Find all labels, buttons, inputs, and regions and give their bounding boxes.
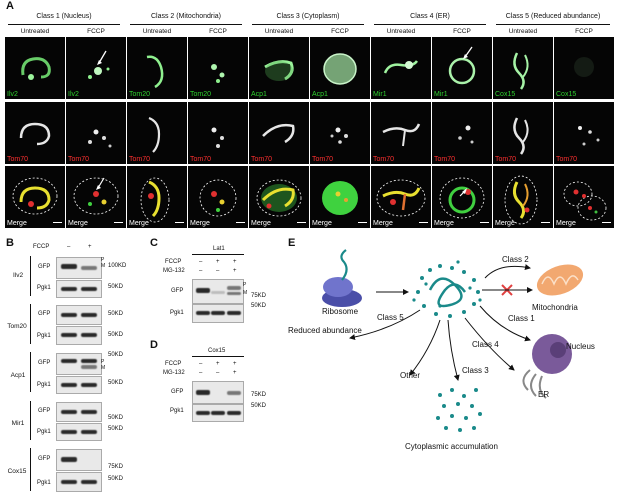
tile-tom70-3f: Tom70 [310,102,370,164]
fccp-2: FCCP [209,28,227,35]
b-ilv2-pgk-blot [56,280,102,298]
nucleus-icon [522,334,572,399]
tile-tom70-3u: Tom70 [249,102,309,164]
cytoplasmic-aggregate-icon [436,388,482,432]
b-mir1-name: Mir1 [11,420,25,427]
tile-merge-2f: Merge [188,166,248,228]
label-reduced: Reduced abundance [288,326,362,335]
label-nucleus: Nucleus [566,342,595,351]
untreated-4: Untreated [386,28,416,35]
b-mir1-pgk-blot [56,423,102,441]
untreated-1: Untreated [20,28,50,35]
mitochondria-icon [536,264,584,296]
tile-merge-3u: Merge [249,166,309,228]
class4-rule [374,24,486,25]
tile-tom70-1u: Tom70 [5,102,65,164]
class4-title: Class 4 (ER) [410,13,450,20]
class3-title: Class 3 (Cytoplasm) [276,13,340,20]
fccp-4: FCCP [453,28,471,35]
class2-title: Class 2 (Mitochondria) [150,13,222,20]
b-cox15-name: Cox15 [7,468,27,475]
panel-c-letter: C [150,237,158,249]
tile-mir1-fccp: Mir1 [432,37,492,99]
fccp-1: FCCP [87,28,105,35]
class2-rule [130,24,242,25]
tile-merge-5u: Merge [493,166,553,228]
fccp-5: FCCP [575,28,593,35]
scale-bar [53,221,62,223]
b-lane-minus: – [67,244,71,250]
d-gfp-blot [192,381,244,404]
tile-merge-5f: Merge [554,166,614,228]
tile-tom70-2u: Tom70 [127,102,187,164]
tile-merge-1u: Merge [5,166,65,228]
untreated-3: Untreated [264,28,294,35]
misfolded-cluster-icon [412,260,482,318]
d-title: Cox15 [208,348,226,354]
b-ilv2-name: Ilv2 [12,272,24,279]
tile-tom70-4u: Tom70 [371,102,431,164]
tile-merge-4u: Merge [371,166,431,228]
label-mitochondria: Mitochondria [532,303,578,312]
label-er: ER [538,390,550,399]
tile-mir1-untreated: Mir1 [371,37,431,99]
c-title: Lat1 [213,246,225,252]
b-mir1-gfp-blot [56,402,102,422]
b-tom20-name: Tom20 [7,323,27,330]
label-class2: Class 2 [502,255,529,264]
b-cox15-gfp-blot [56,449,102,471]
tile-cox15-untreated: Cox15 [493,37,553,99]
panel-b-letter: B [6,237,14,249]
label-class1: Class 1 [508,314,535,323]
pathway-svg [322,249,584,432]
tile-tom70-4f: Tom70 [432,102,492,164]
tile-tom70-5f: Tom70 [554,102,614,164]
panel-d-letter: D [150,339,158,351]
panel-e-letter: E [288,237,296,249]
label-class5: Class 5 [377,313,404,322]
fccp-3: FCCP [331,28,349,35]
b-acp1-pgk-blot [56,376,102,394]
b-lane-plus: + [88,244,92,250]
tile-merge-4f: Merge [432,166,492,228]
tile-tom70-1f: Tom70 [66,102,126,164]
tile-acp1-fccp: Acp1 [310,37,370,99]
label-class3: Class 3 [462,366,489,375]
ribosome-icon [322,249,362,307]
b-tom20-pgk-blot [56,326,102,345]
tile-acp1-untreated: Acp1 [249,37,309,99]
label-ribosome: Ribosome [322,307,359,316]
tile-merge-1f: Merge [66,166,126,228]
tile-merge-3f: Merge [310,166,370,228]
b-tom20-gfp-blot [56,305,102,325]
tile-tom20-untreated: Tom20 [127,37,187,99]
tile-merge-2u: Merge [127,166,187,228]
b-acp1-gfp-blot [56,353,102,375]
tile-tom70-2f: Tom70 [188,102,248,164]
c-pgk-blot [192,304,244,323]
class5-rule [496,24,610,25]
tile-tom70-5u: Tom70 [493,102,553,164]
b-acp1-name: Acp1 [10,372,26,379]
tile-tom20-fccp: Tom20 [188,37,248,99]
untreated-2: Untreated [142,28,172,35]
b-ilv2-gfp-blot [56,257,102,279]
class3-rule [252,24,364,25]
class1-rule [8,24,120,25]
tile-ilv2-fccp: Ilv2 [66,37,126,99]
c-gfp-blot [192,279,244,304]
d-pgk-blot [192,404,244,422]
b-fccp-label: FCCP [33,244,50,250]
b-ilv2-bracket [30,256,31,296]
untreated-5: Untreated [508,28,538,35]
class1-title: Class 1 (Nucleus) [36,13,92,20]
class5-title: Class 5 (Reduced abundance) [505,13,601,20]
label-cyto: Cytoplasmic accumulation [405,442,498,451]
tile-cox15-fccp: Cox15 [554,37,614,99]
label-class4: Class 4 [472,340,499,349]
label-other: Other [400,371,421,380]
b-cox15-pgk-blot [56,472,102,492]
tile-ilv2-untreated: Ilv2 [5,37,65,99]
panel-a-letter: A [6,0,14,12]
